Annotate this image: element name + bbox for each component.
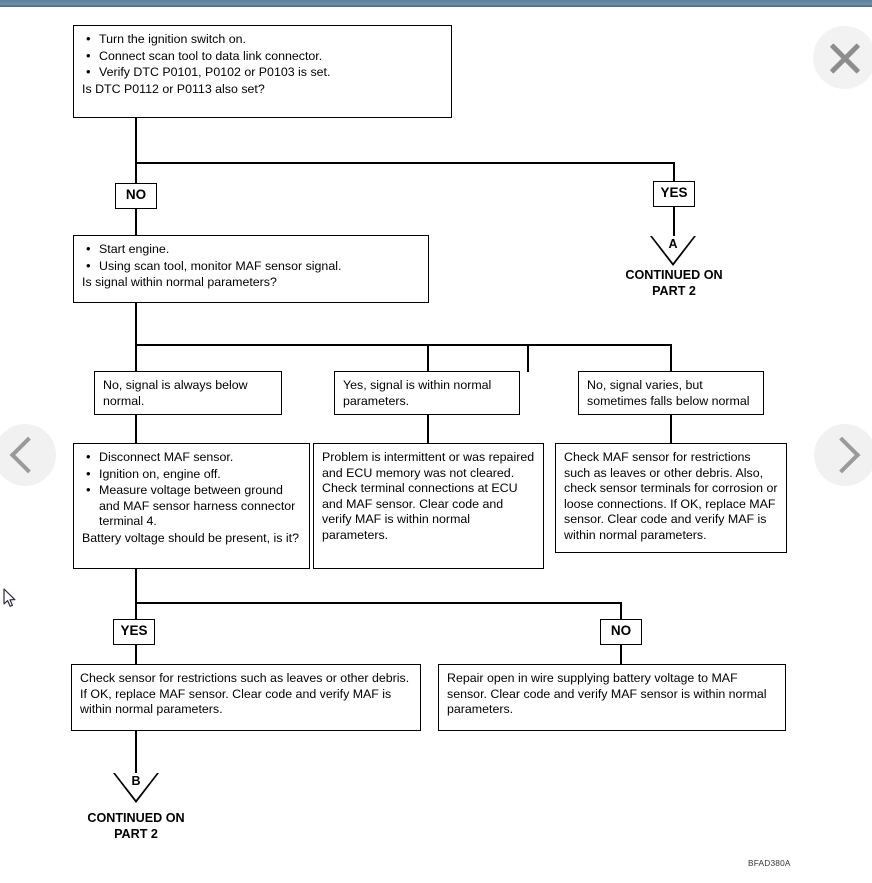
- line-start-split: [135, 162, 675, 164]
- connector-a: A: [650, 236, 696, 266]
- flowchart-box-action-right: Check MAF sensor for restrictions such a…: [555, 443, 787, 553]
- previous-image-button[interactable]: [0, 424, 56, 486]
- line-cond-left-down: [135, 414, 137, 444]
- flowchart-box-action-left: Disconnect MAF sensor. Ignition on, engi…: [73, 443, 310, 569]
- line-cond-right-down: [670, 414, 672, 444]
- label-no-top: NO: [115, 183, 157, 209]
- line-cond-mid-down: [427, 414, 429, 444]
- action-left-bullet-3: Measure voltage between ground and MAF s…: [86, 482, 302, 530]
- connector-a-caption-line2: PART 2: [652, 284, 696, 298]
- flowchart-diagram: Turn the ignition switch on. Connect sca…: [0, 7, 872, 883]
- connector-b-caption-line1: CONTINUED ON: [87, 811, 185, 825]
- line-no-to-final-right: [620, 645, 622, 666]
- start-bullet-2: Connect scan tool to data link connector…: [86, 48, 444, 65]
- second-bullet-list: Start engine. Using scan tool, monitor M…: [82, 241, 421, 275]
- flowchart-box-action-mid: Problem is intermittent or was repaired …: [313, 443, 544, 569]
- line-to-yes-bottom: [135, 602, 137, 619]
- line-second-down: [135, 303, 137, 345]
- flowchart-box-condition-left: No, signal is always below normal.: [94, 371, 282, 415]
- line-split-to-right: [527, 344, 671, 346]
- label-no-bottom: NO: [600, 619, 642, 645]
- label-yes-top: YES: [653, 181, 695, 207]
- line-yes-to-connector-a: [673, 207, 675, 237]
- next-image-button[interactable]: [814, 424, 872, 486]
- mouse-cursor: [3, 588, 16, 607]
- start-bullet-list: Turn the ignition switch on. Connect sca…: [82, 31, 444, 81]
- connector-b-triangle-inner: [114, 773, 157, 800]
- flowchart-box-final-left: Check sensor for restrictions such as le…: [71, 664, 421, 731]
- start-bullet-1: Turn the ignition switch on.: [86, 31, 444, 48]
- connector-b-caption-line2: PART 2: [114, 827, 158, 841]
- flowchart-box-final-right: Repair open in wire supplying battery vo…: [438, 664, 786, 731]
- line-yes-to-final-left: [135, 645, 137, 666]
- line-start-down: [135, 118, 137, 164]
- second-question: Is signal within normal parameters?: [82, 275, 277, 290]
- close-button[interactable]: [813, 26, 872, 89]
- line-three-way-split: [135, 344, 528, 346]
- viewer-top-bar: [0, 0, 872, 7]
- line-action-left-down: [135, 568, 137, 604]
- start-question: Is DTC P0112 or P0113 also set?: [82, 81, 265, 96]
- connector-a-caption: CONTINUED ON PART 2: [584, 267, 764, 299]
- line-two-way-split: [135, 602, 622, 604]
- connector-b-caption: CONTINUED ON PART 2: [46, 810, 226, 842]
- chevron-left-icon: [9, 436, 47, 474]
- label-yes-bottom: YES: [113, 619, 155, 645]
- close-icon: [826, 39, 864, 77]
- connector-a-caption-line1: CONTINUED ON: [625, 268, 723, 282]
- action-left-bullet-1: Disconnect MAF sensor.: [86, 449, 302, 466]
- chevron-right-icon: [823, 436, 861, 474]
- connector-b-letter: B: [131, 774, 141, 788]
- action-left-question: Battery voltage should be present, is it…: [82, 530, 299, 545]
- flowchart-box-condition-mid: Yes, signal is within normal parameters.: [334, 371, 520, 415]
- connector-a-triangle-inner: [651, 236, 694, 263]
- start-bullet-3: Verify DTC P0101, P0102 or P0103 is set.: [86, 64, 444, 81]
- connector-a-letter: A: [668, 237, 678, 251]
- second-bullet-2: Using scan tool, monitor MAF sensor sign…: [86, 258, 421, 275]
- flowchart-box-condition-right: No, signal varies, but sometimes falls b…: [578, 371, 764, 415]
- action-left-bullet-2: Ignition on, engine off.: [86, 466, 302, 483]
- line-to-no-top: [135, 162, 137, 190]
- flowchart-box-start: Turn the ignition switch on. Connect sca…: [73, 25, 452, 118]
- line-to-cond-mid: [427, 344, 429, 372]
- line-to-no-bottom: [620, 602, 622, 619]
- line-to-cond-left: [135, 344, 137, 372]
- connector-b: B: [113, 773, 159, 803]
- line-to-yes-top: [673, 162, 675, 190]
- line-no-to-box2: [135, 209, 137, 237]
- action-left-bullet-list: Disconnect MAF sensor. Ignition on, engi…: [82, 449, 302, 530]
- second-bullet-1: Start engine.: [86, 241, 421, 258]
- flowchart-box-second: Start engine. Using scan tool, monitor M…: [73, 235, 429, 303]
- figure-code-label: BFAD380A: [748, 858, 791, 868]
- line-cond-right-drop: [670, 344, 672, 372]
- line-final-left-down: [135, 730, 137, 775]
- line-to-cond-right: [527, 344, 529, 372]
